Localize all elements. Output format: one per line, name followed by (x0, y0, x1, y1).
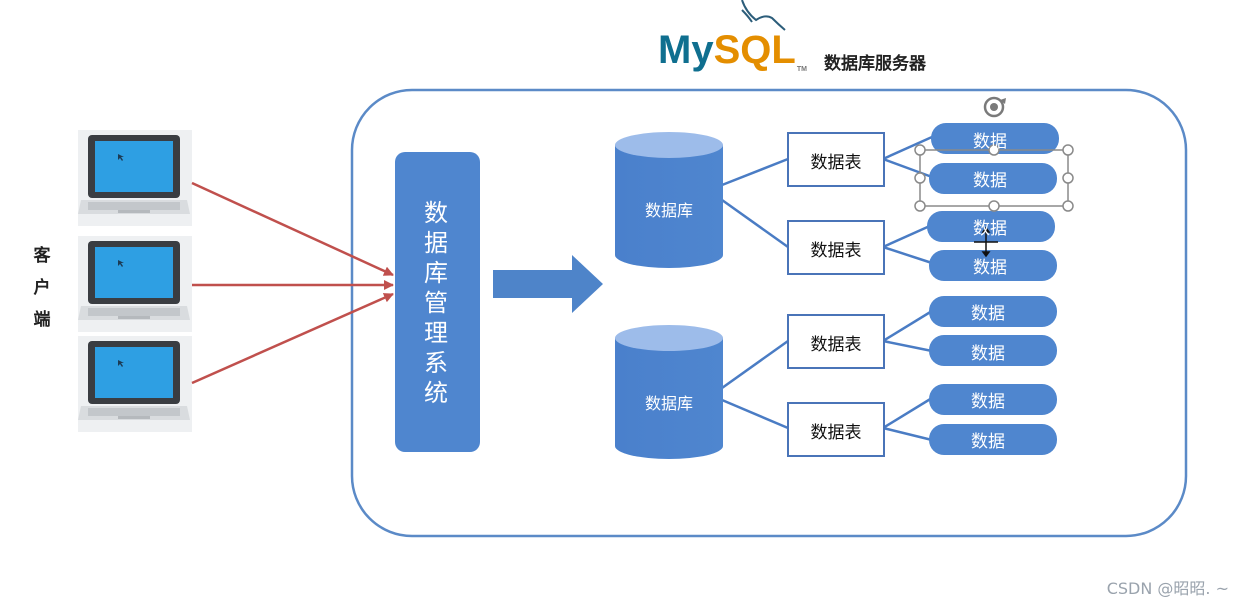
table-box (787, 132, 885, 187)
data-pill (929, 424, 1057, 455)
data-label: 数据 (971, 304, 1005, 324)
data-label: 数据 (973, 132, 1007, 152)
data-label: 数据 (971, 432, 1005, 452)
table-label: 数据表 (810, 335, 862, 355)
data-pill (927, 211, 1055, 242)
data-label: 数据 (973, 258, 1007, 278)
data-label: 数据 (973, 171, 1007, 191)
data-label: 数据 (971, 392, 1005, 412)
move-cursor-icon (974, 226, 998, 258)
laptop-icon (78, 130, 192, 226)
mysql-logo-sql: SQL (713, 28, 796, 72)
data-pill (929, 250, 1057, 281)
database-label: 数据库 (644, 201, 693, 220)
database-cylinder (615, 325, 723, 459)
rotate-handle-icon[interactable] (983, 96, 1006, 118)
data-pill (931, 123, 1059, 154)
connector-lines (721, 135, 933, 442)
big-arrow (493, 255, 603, 313)
dbms-block (395, 152, 480, 452)
table-box (787, 402, 885, 457)
data-label: 数据 (971, 344, 1005, 364)
dolphin-icon (741, 0, 786, 31)
data-pill (929, 163, 1057, 194)
dbms-label: 数据库管理系统 (424, 199, 448, 407)
data-label: 数据 (973, 219, 1007, 239)
watermark: CSDN @昭昭. ~ (1106, 579, 1229, 598)
server-label: 数据库服务器 (824, 54, 926, 74)
selection-frame[interactable] (914, 144, 1074, 212)
data-pill (929, 296, 1057, 327)
mysql-logo-my: My (658, 28, 714, 72)
database-cylinder (615, 132, 723, 268)
database-label: 数据库 (644, 394, 693, 413)
table-label: 数据表 (810, 423, 862, 443)
table-box (787, 314, 885, 369)
laptop-icon (78, 236, 192, 332)
table-label: 数据表 (810, 241, 862, 261)
mysql-logo-tm: TM (796, 66, 807, 73)
laptop-icon (78, 336, 192, 432)
data-pill (929, 335, 1057, 366)
data-pill (929, 384, 1057, 415)
client-arrow (191, 292, 394, 385)
client-arrow (191, 181, 394, 277)
table-label: 数据表 (810, 153, 862, 173)
client-label: 客户端 (33, 246, 51, 330)
table-box (787, 220, 885, 275)
mysql-logo: MySQLTM (658, 28, 807, 73)
